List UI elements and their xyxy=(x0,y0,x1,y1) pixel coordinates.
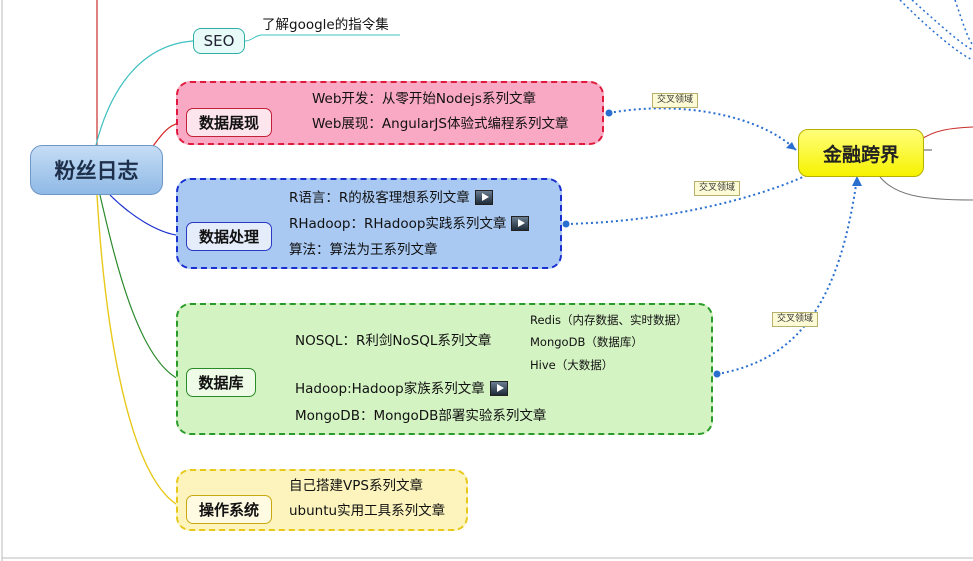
leaf-algorithm[interactable]: 算法：算法为王系列文章 xyxy=(289,242,438,258)
video-icon[interactable] xyxy=(474,190,493,205)
leaf-hadoop[interactable]: Hadoop:Hadoop家族系列文章 xyxy=(295,381,508,398)
leaf-mongodb[interactable]: MongoDB：MongoDB部署实验系列文章 xyxy=(295,408,547,424)
os-node[interactable]: 操作系统 xyxy=(186,495,272,524)
video-icon[interactable] xyxy=(489,381,508,396)
leaf-redis[interactable]: Redis（内存数据、实时数据） xyxy=(530,313,688,327)
leaf-angularjs[interactable]: Web展现：AngularJS体验式编程系列文章 xyxy=(312,116,569,132)
finance-node[interactable]: 金融跨界 xyxy=(798,129,924,177)
cross-tag: 交叉领域 xyxy=(694,181,741,196)
leaf-r-language[interactable]: R语言：R的极客理想系列文章 xyxy=(289,190,493,207)
leaf-vps[interactable]: 自己搭建VPS系列文章 xyxy=(289,478,423,494)
leaf-rhadoop-text[interactable]: RHadoop：RHadoop实践系列文章 xyxy=(289,216,507,232)
leaf-nodejs[interactable]: Web开发：从零开始Nodejs系列文章 xyxy=(312,91,536,107)
data-display-node[interactable]: 数据展现 xyxy=(186,108,272,137)
leaf-nosql[interactable]: NOSQL：R利剑NoSQL系列文章 xyxy=(295,333,492,349)
cross-tag: 交叉领域 xyxy=(772,312,819,327)
leaf-rhadoop[interactable]: RHadoop：RHadoop实践系列文章 xyxy=(289,216,530,233)
leaf-r-language-text[interactable]: R语言：R的极客理想系列文章 xyxy=(289,190,470,206)
cross-tag: 交叉领域 xyxy=(652,93,699,108)
database-node[interactable]: 数据库 xyxy=(186,368,256,397)
video-icon[interactable] xyxy=(511,216,530,231)
seo-node[interactable]: SEO xyxy=(193,28,245,54)
leaf-hive[interactable]: Hive（大数据） xyxy=(530,358,614,372)
root-node[interactable]: 粉丝日志 xyxy=(30,145,163,195)
data-processing-node[interactable]: 数据处理 xyxy=(186,222,272,251)
leaf-hadoop-text[interactable]: Hadoop:Hadoop家族系列文章 xyxy=(295,381,485,397)
leaf-mongodb-db[interactable]: MongoDB（数据库） xyxy=(530,335,643,349)
database-group xyxy=(176,303,713,435)
leaf-ubuntu[interactable]: ubuntu实用工具系列文章 xyxy=(289,503,446,519)
seo-leaf[interactable]: 了解google的指令集 xyxy=(262,17,389,33)
